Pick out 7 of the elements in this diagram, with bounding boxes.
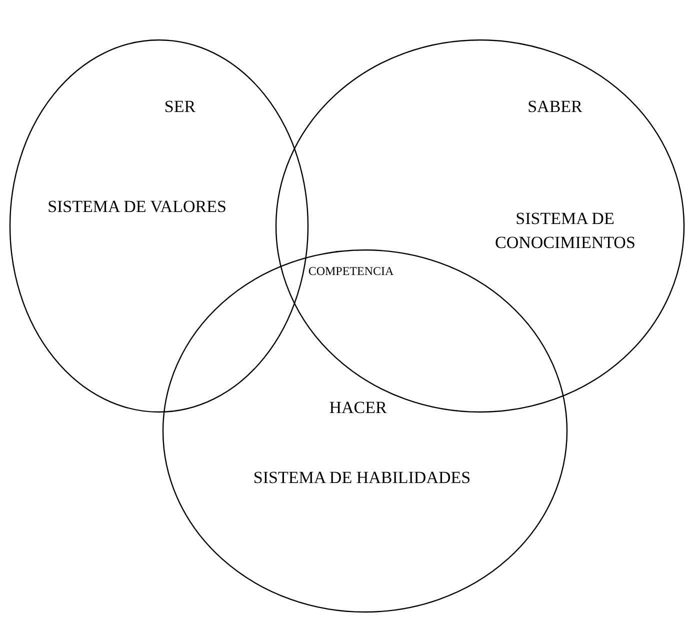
- circle-label: SISTEMA DE HABILIDADES: [253, 467, 471, 489]
- circle-title: HACER: [329, 397, 387, 419]
- circle-title: SER: [164, 96, 196, 118]
- circle-label: SISTEMA DE CONOCIMIENTOS: [495, 208, 635, 254]
- circle-title: SABER: [528, 96, 582, 118]
- circle-label: SISTEMA DE VALORES: [48, 196, 226, 218]
- overlap-label: COMPETENCIA: [308, 264, 394, 279]
